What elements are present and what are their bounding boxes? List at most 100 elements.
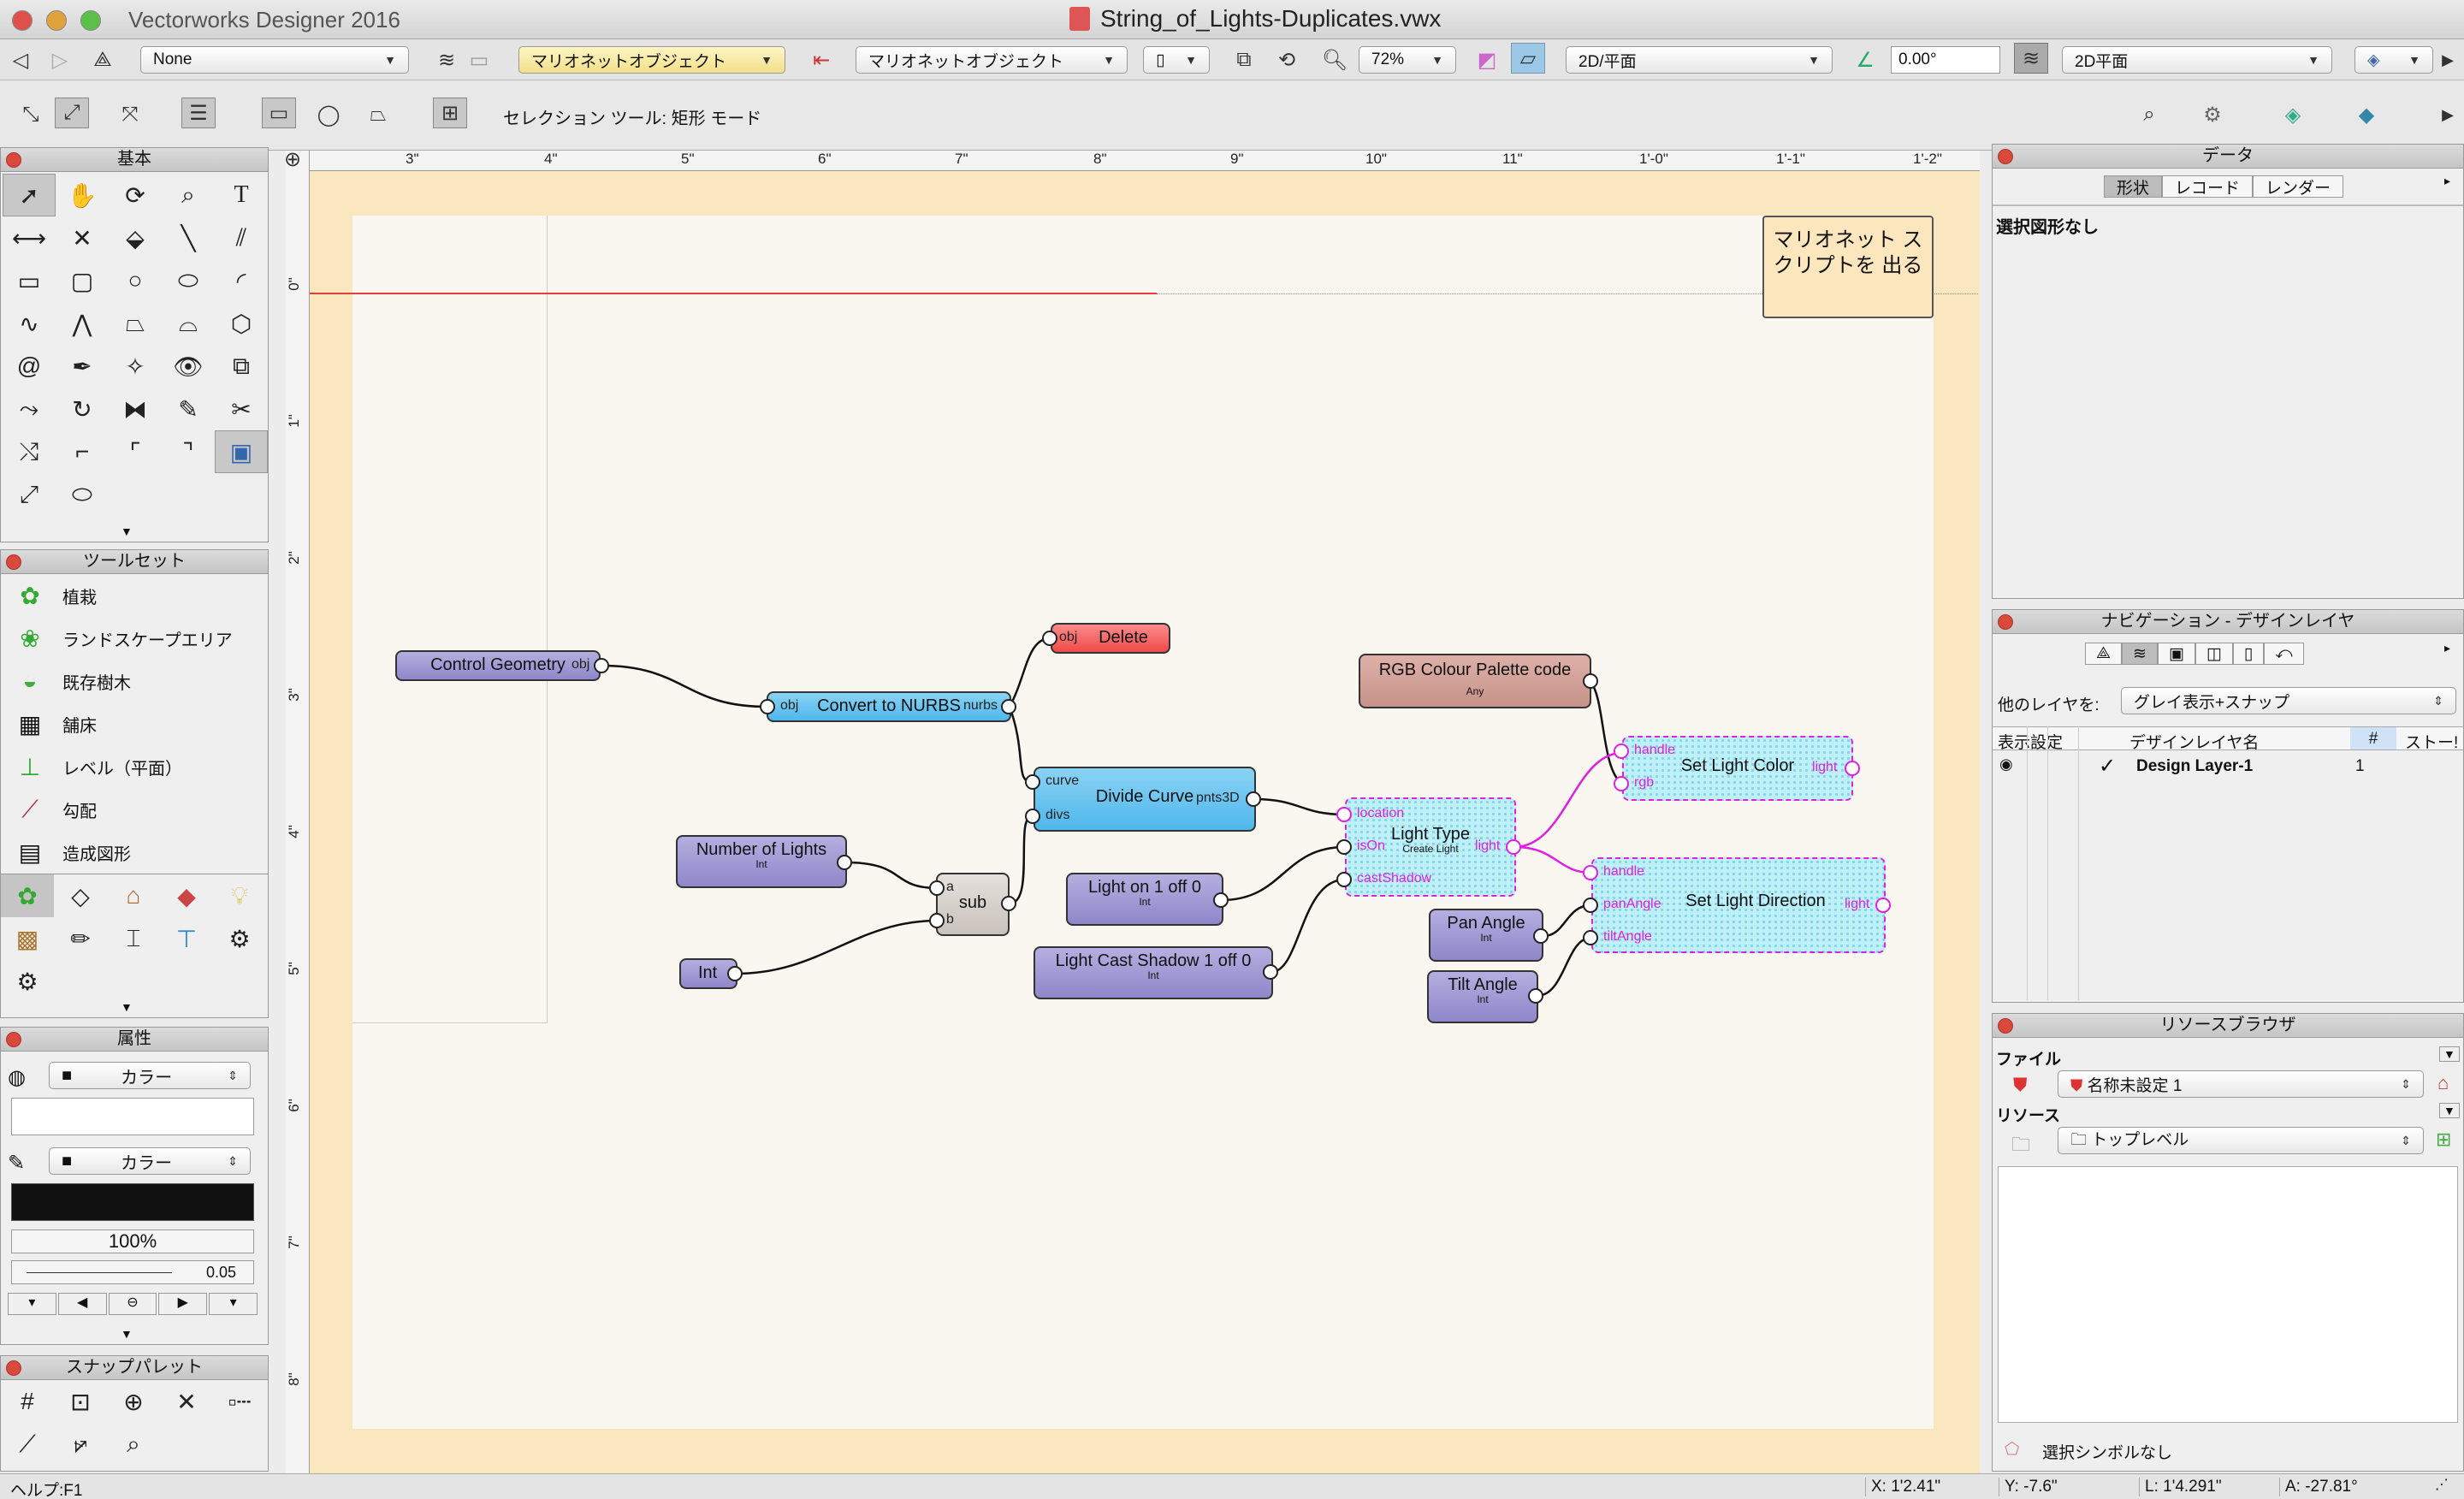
node-pan-angle[interactable]: Pan Angle Int xyxy=(1429,909,1543,962)
dropdown-arrow-icon[interactable]: ▾ xyxy=(209,1293,258,1315)
zoom-popup[interactable]: 72%▼ xyxy=(1359,46,1456,74)
output-port[interactable] xyxy=(1001,896,1016,911)
node-rgb-palette[interactable]: RGB Colour Palette code Any xyxy=(1359,654,1591,708)
more-arrow-icon[interactable]: ▶ xyxy=(2442,105,2454,123)
fill-color-swatch[interactable] xyxy=(11,1098,254,1135)
site-planning-icon[interactable]: ✿ xyxy=(1,874,54,917)
steel-icon[interactable]: ⌶ xyxy=(126,924,141,951)
opacity-field[interactable]: 100% xyxy=(11,1229,254,1253)
snap-angle-icon[interactable]: ⊕ xyxy=(123,1388,144,1415)
move-select-icon[interactable]: ⤢ xyxy=(55,98,89,128)
double-polyline-tool-icon[interactable]: ⌓ xyxy=(178,309,198,336)
marionette-tool-icon[interactable]: ⤢ xyxy=(19,480,39,507)
freehand-tool-icon[interactable]: ∿ xyxy=(19,310,39,337)
column-header[interactable]: デザインレイヤ名 xyxy=(2129,734,2260,752)
sheet-popup[interactable]: ▯▼ xyxy=(1143,46,1210,74)
view-options-icon[interactable]: ⧉ xyxy=(1236,48,1252,71)
symbol-tool-icon[interactable]: ⧉ xyxy=(233,352,250,379)
render-mode-icon[interactable]: ≋ xyxy=(2014,43,2048,74)
tab-classes-icon[interactable]: ⟁ xyxy=(2085,643,2122,665)
class-popup[interactable]: None▼ xyxy=(140,46,409,74)
close-icon[interactable] xyxy=(1998,614,2013,630)
snap-edge-icon[interactable]: ⌕ xyxy=(127,1430,140,1457)
toolset-item[interactable]: ▤造成図形 xyxy=(1,831,268,874)
close-icon[interactable] xyxy=(6,1032,21,1047)
resize-icon[interactable]: ⤧ xyxy=(121,103,139,126)
tab-layers-icon[interactable]: ≋ xyxy=(2121,643,2158,665)
rounded-rect-tool-icon[interactable]: ▢ xyxy=(70,267,94,294)
snap-intersection-icon[interactable]: ✕ xyxy=(176,1388,197,1415)
input-port[interactable] xyxy=(929,913,945,928)
node-delete[interactable]: Delete xyxy=(1051,623,1170,654)
output-port[interactable] xyxy=(1506,839,1521,855)
settings-mode-icon[interactable]: ⊞ xyxy=(433,98,467,128)
furniture-icon[interactable]: ▩ xyxy=(15,925,39,952)
oval-tool-icon[interactable]: ⬭ xyxy=(178,266,198,293)
minimize-window-button[interactable] xyxy=(46,10,67,31)
rectangle-tool-icon[interactable]: ▭ xyxy=(17,267,41,294)
file-popup[interactable]: ⛊ 名称未設定 1⇕ xyxy=(2058,1070,2424,1098)
node-set-light-direction[interactable]: Set Light Direction xyxy=(1591,857,1886,953)
output-port[interactable] xyxy=(727,966,743,981)
gear-icon[interactable]: ⚙ xyxy=(2203,103,2222,127)
eyedropper-tool-icon[interactable]: ✒ xyxy=(72,353,92,380)
layer-popup[interactable]: マリオネットオブジェクト▼ xyxy=(518,46,785,74)
clip-tool-icon[interactable]: ⤭ xyxy=(19,437,39,465)
view-popup[interactable]: 2D/平面▼ xyxy=(1566,46,1833,74)
visibility-tool-icon[interactable]: 👁︎ xyxy=(173,353,204,380)
tab-record[interactable]: レコード xyxy=(2162,175,2254,198)
close-icon[interactable] xyxy=(6,1360,21,1376)
reshape-tool-icon[interactable]: ✎ xyxy=(178,395,198,423)
node-int[interactable]: Int xyxy=(679,958,737,989)
input-port[interactable] xyxy=(1614,776,1629,791)
spiral-tool-icon[interactable]: @ xyxy=(16,353,42,379)
close-window-button[interactable] xyxy=(12,10,33,31)
toolset-item[interactable]: ▦舗床 xyxy=(1,702,268,745)
eye-icon[interactable]: ◉ xyxy=(1999,755,2013,773)
visualization-icon[interactable]: ◆ xyxy=(177,882,196,909)
output-port[interactable] xyxy=(1875,898,1891,913)
close-icon[interactable] xyxy=(6,152,21,168)
tab-render[interactable]: レンダー xyxy=(2253,175,2344,198)
class2-popup[interactable]: マリオネットオブジェクト▼ xyxy=(856,46,1128,74)
back-arrow-icon[interactable]: ◁ xyxy=(12,48,29,72)
angle-icon[interactable]: ∠ xyxy=(1856,48,1875,72)
fillet-tool-icon[interactable]: ⌜ xyxy=(129,438,141,465)
building-shell-icon[interactable]: ⌂ xyxy=(126,882,141,909)
machine-icon[interactable]: ⚙ xyxy=(228,925,251,952)
more-arrow-icon[interactable]: ▶ xyxy=(2442,50,2454,68)
exit-marionette-button[interactable]: マリオネット スクリプトを 出る xyxy=(1762,216,1934,318)
tab-symbols-icon[interactable]: ⤺ xyxy=(2264,643,2304,665)
visibility-icon[interactable]: ◈ xyxy=(2284,103,2301,127)
toolset-item[interactable]: ❀ランドスケープエリア xyxy=(1,617,268,660)
network-icon[interactable]: ⟁ xyxy=(93,48,112,71)
input-port[interactable] xyxy=(1025,809,1040,824)
output-port[interactable] xyxy=(594,658,609,673)
node-number-of-lights[interactable]: Number of Lights Int xyxy=(676,835,847,888)
column-header[interactable]: 表示設定 xyxy=(1998,734,2064,752)
snap-icon[interactable]: ◆ xyxy=(2358,103,2375,127)
chamfer-tool-icon[interactable]: ⌝ xyxy=(182,438,194,465)
snap-grid-icon[interactable]: # xyxy=(21,1388,34,1414)
node-tilt-angle[interactable]: Tilt Angle Int xyxy=(1427,970,1538,1023)
active-layer-check[interactable]: ✓ xyxy=(2099,755,2117,778)
zoom-window-button[interactable] xyxy=(80,10,101,31)
layer-options-icon[interactable]: ▭ xyxy=(469,48,489,72)
plane-icon[interactable]: ▱ xyxy=(1511,43,1545,74)
resource-popup[interactable]: 🗀 トップレベル⇕ xyxy=(2058,1127,2424,1154)
connect-tool-icon[interactable]: ⌐ xyxy=(74,438,90,465)
pan-tool-icon[interactable]: ✋ xyxy=(67,181,98,209)
3d-locus-tool-icon[interactable]: ⬙ xyxy=(126,224,145,252)
lasso-mode-icon[interactable]: ◯ xyxy=(317,103,341,127)
layer-name[interactable]: Design Layer-1 xyxy=(2136,757,2254,775)
class-arrow-icon[interactable]: ⇤ xyxy=(812,48,831,72)
wand-tool-icon[interactable]: ✧ xyxy=(125,353,145,380)
toolset-item[interactable]: ◒既存樹木 xyxy=(1,660,268,702)
selection-tool-icon[interactable]: ➚ xyxy=(3,174,56,216)
node-light-cast-shadow[interactable]: Light Cast Shadow 1 off 0 Int xyxy=(1034,946,1273,999)
node-control-geometry[interactable]: Control Geometry xyxy=(395,650,601,681)
angle-field[interactable]: 0.00° xyxy=(1891,46,2000,74)
line-tool-icon[interactable]: ╲ xyxy=(181,224,196,252)
input-port[interactable] xyxy=(1336,872,1352,887)
arc-tool-icon[interactable]: ◜ xyxy=(236,267,246,294)
